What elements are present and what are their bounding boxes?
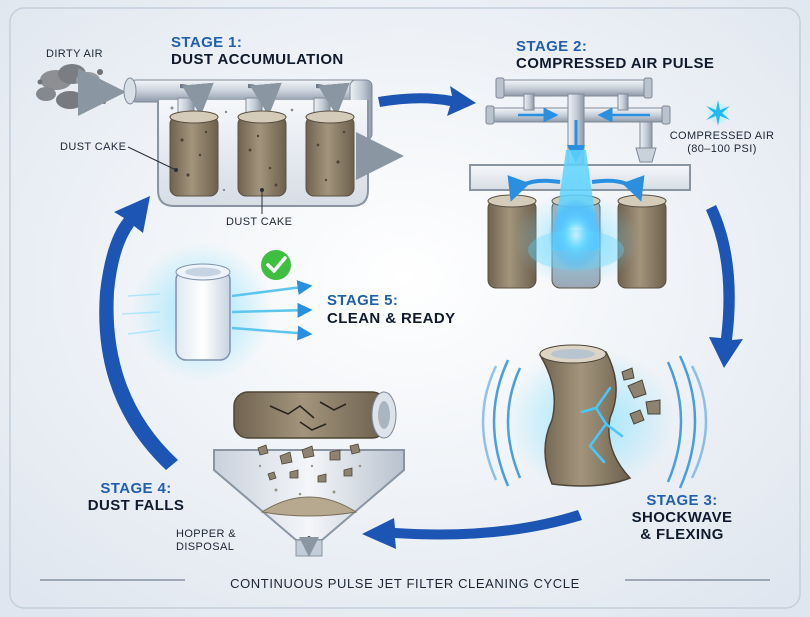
- stage5-title: CLEAN & READY: [327, 310, 456, 327]
- cycle-arrow-2-to-3: [706, 205, 743, 368]
- stage1-illustration: [36, 64, 404, 214]
- stage1-title: DUST ACCUMULATION: [171, 51, 344, 68]
- stage4-title: DUST FALLS: [87, 497, 185, 514]
- stage4-number-label: STAGE 4:: [100, 480, 172, 497]
- stage4-illustration: [213, 391, 405, 557]
- stage3-title-line1: SHOCKWAVE: [631, 509, 733, 526]
- dust-cake-left-label: DUST CAKE: [60, 141, 127, 153]
- stage1-filter-bags: [169, 110, 355, 197]
- stage3-number-label: STAGE 3:: [646, 492, 718, 509]
- stage2-title: COMPRESSED AIR PULSE: [516, 55, 715, 72]
- compressed-air-label: COMPRESSED AIR (80–100 PSI): [664, 130, 780, 156]
- hopper-label-line2: DISPOSAL: [176, 541, 235, 553]
- compressed-air-burst-icon: [706, 100, 730, 126]
- stage2-illustration: [469, 77, 730, 289]
- footer-caption: CONTINUOUS PULSE JET FILTER CLEANING CYC…: [230, 576, 580, 591]
- dirty-air-label: DIRTY AIR: [46, 48, 103, 60]
- cycle-arrows: [99, 86, 743, 549]
- stage5-number-label: STAGE 5:: [327, 292, 399, 309]
- stage5-illustration: [121, 242, 313, 382]
- stage3-illustration: [481, 344, 708, 492]
- stage3-title-line2: & FLEXING: [640, 526, 724, 543]
- compressed-air-label-line1: COMPRESSED AIR: [669, 130, 775, 142]
- hopper-label-line1: HOPPER &: [176, 528, 237, 540]
- cycle-arrow-4-to-1: [99, 196, 178, 470]
- clean-filter-bag: [175, 269, 231, 361]
- dust-cake-bottom-label: DUST CAKE: [226, 216, 293, 228]
- outer-frame: [9, 7, 801, 609]
- stage2-number-label: STAGE 2:: [516, 38, 588, 55]
- cycle-arrow-1-to-2: [378, 86, 476, 116]
- hopper-label: HOPPER & DISPOSAL: [176, 528, 236, 554]
- check-badge-icon: [261, 250, 291, 280]
- compressed-air-label-line2: (80–100 PSI): [687, 143, 757, 155]
- flexing-filter-bag: [538, 350, 632, 487]
- dust-cake-left-leader: [127, 146, 177, 171]
- stage1-inlet-flange: [123, 77, 137, 105]
- stage1-number-label: STAGE 1:: [171, 34, 243, 51]
- cycle-arrow-3-to-4: [362, 510, 582, 549]
